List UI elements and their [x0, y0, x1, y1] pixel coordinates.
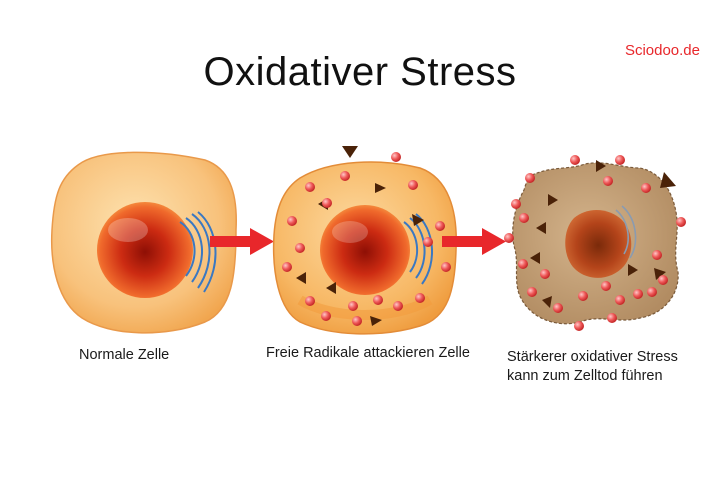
free-radical-triangles — [530, 160, 676, 308]
arrow-right-icon — [442, 228, 506, 255]
golgi-apparatus-icon — [179, 211, 217, 293]
damaged-cell — [504, 155, 686, 331]
arrow-right-icon — [210, 228, 274, 255]
page-title: Oxidativer Stress — [203, 50, 517, 94]
caption-attacked-cell: Freie Radikale attackieren Zelle — [266, 345, 470, 361]
attacked-cell — [272, 146, 457, 335]
normal-cell — [50, 151, 237, 334]
free-radical-dots — [282, 152, 451, 326]
caption-normal-cell: Normale Zelle — [79, 347, 170, 363]
caption-damaged-cell: Stärkerer oxidativer Stress kann zum Zel… — [507, 349, 678, 384]
free-radical-dots — [504, 155, 686, 331]
golgi-apparatus-icon — [615, 205, 637, 259]
brand-link[interactable]: Sciodoo.de — [624, 42, 700, 59]
nucleus — [320, 205, 410, 295]
nucleus — [565, 209, 632, 278]
nucleus — [97, 202, 193, 298]
